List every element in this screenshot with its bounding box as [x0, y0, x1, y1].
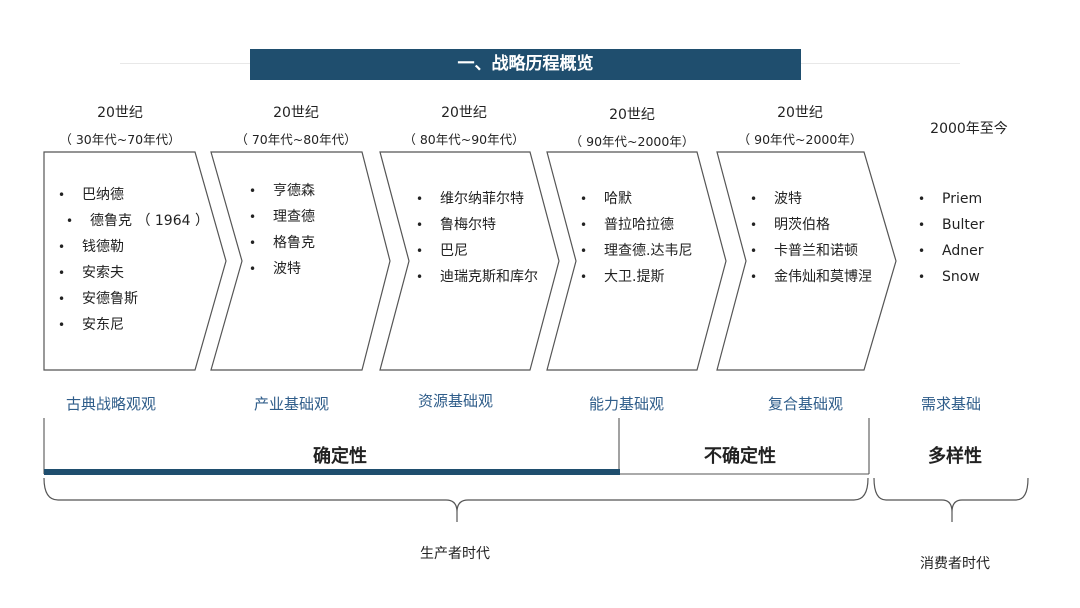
stage-6-range: 2000年至今: [930, 121, 1008, 137]
era-producer: 生产者时代: [420, 546, 490, 562]
stage-4-century: 20世纪: [609, 107, 655, 123]
chevron-stage-1: [43, 151, 227, 371]
list-item: 哈默: [580, 186, 692, 212]
list-item: 金伟灿和莫博涅: [750, 264, 872, 290]
trait-uncertain: 不确定性: [704, 446, 776, 467]
stage-6-names: Priem Bulter Adner Snow: [918, 186, 984, 290]
list-item: 巴尼: [416, 238, 538, 264]
list-item: 普拉哈拉德: [580, 212, 692, 238]
stage-3-range: （ 80年代~90年代）: [403, 132, 525, 147]
list-item: 波特: [249, 256, 315, 282]
list-item: 亨德森: [249, 178, 315, 204]
certainty-underline: [44, 469, 620, 475]
trait-diversity: 多样性: [928, 446, 982, 467]
consumer-era-brace: [873, 477, 1029, 513]
list-item: 钱德勒: [58, 234, 209, 260]
list-item: 明茨伯格: [750, 212, 872, 238]
stage-6-view: 需求基础: [921, 395, 982, 413]
list-item: 波特: [750, 186, 872, 212]
list-item: Snow: [918, 264, 984, 290]
stage-5-range: （ 90年代~2000年）: [737, 132, 863, 147]
stage-1-range: （ 30年代~70年代）: [59, 132, 181, 147]
trait-certain: 确定性: [313, 446, 367, 467]
stage-4-view: 能力基础观: [589, 395, 665, 413]
list-item: Bulter: [918, 212, 984, 238]
list-item: 安德鲁斯: [58, 286, 209, 312]
chevron-stage-3: [379, 151, 560, 371]
stage-5-names: 波特 明茨伯格 卡普兰和诺顿 金伟灿和莫博涅: [750, 186, 872, 290]
list-item: 巴纳德: [58, 182, 209, 208]
stage-3-view: 资源基础观: [418, 392, 494, 410]
list-item: 鲁梅尔特: [416, 212, 538, 238]
stage-2-range: （ 70年代~80年代）: [235, 132, 357, 147]
page-title: 一、战略历程概览: [250, 49, 801, 80]
stage-1-names: 巴纳德 德鲁克 （ 1964 ） 钱德勒 安索夫 安德鲁斯 安东尼: [58, 182, 209, 338]
stage-2-view: 产业基础观: [254, 395, 330, 413]
stage-1-century: 20世纪: [97, 105, 143, 121]
list-item: 理查德: [249, 204, 315, 230]
producer-era-brace: [43, 477, 869, 513]
list-item: Adner: [918, 238, 984, 264]
stage-2-names: 亨德森 理查德 格鲁克 波特: [249, 178, 315, 282]
stage-3-names: 维尔纳菲尔特 鲁梅尔特 巴尼 迪瑞克斯和库尔: [416, 186, 538, 290]
list-item: 迪瑞克斯和库尔: [416, 264, 538, 290]
list-item: 安东尼: [58, 312, 209, 338]
list-item: 安索夫: [58, 260, 209, 286]
chevron-stage-2: [210, 151, 391, 371]
stage-5-century: 20世纪: [777, 105, 823, 121]
stage-4-names: 哈默 普拉哈拉德 理查德.达韦尼 大卫.提斯: [580, 186, 692, 290]
era-consumer: 消费者时代: [920, 556, 990, 572]
stage-5-view: 复合基础观: [768, 395, 844, 413]
stage-4-range: （ 90年代~2000年）: [569, 134, 695, 149]
list-item: 德鲁克 （ 1964 ）: [58, 208, 209, 234]
chevron-stage-4: [546, 151, 727, 371]
list-item: Priem: [918, 186, 984, 212]
stage-2-century: 20世纪: [273, 105, 319, 121]
list-item: 维尔纳菲尔特: [416, 186, 538, 212]
stage-1-view: 古典战略观观: [66, 395, 157, 413]
list-item: 格鲁克: [249, 230, 315, 256]
chevron-stage-5: [716, 151, 897, 371]
list-item: 卡普兰和诺顿: [750, 238, 872, 264]
stage-3-century: 20世纪: [441, 105, 487, 121]
list-item: 理查德.达韦尼: [580, 238, 692, 264]
list-item: 大卫.提斯: [580, 264, 692, 290]
